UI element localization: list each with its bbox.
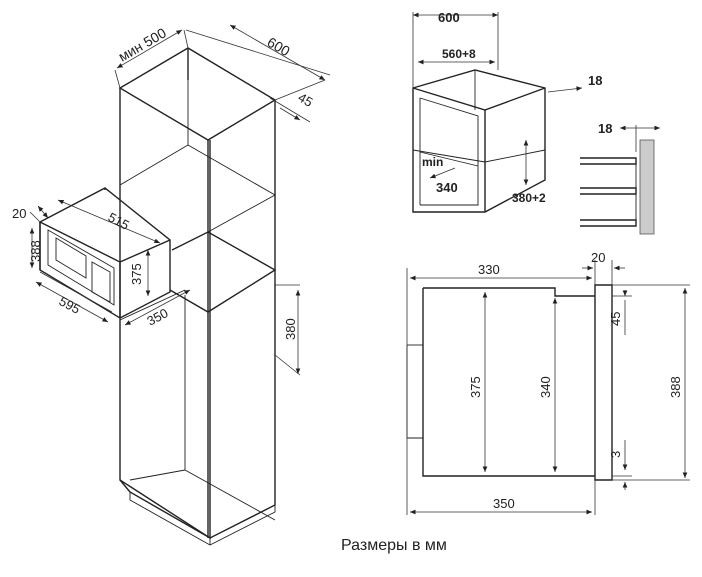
label-gap: 45: [296, 90, 316, 110]
label-niche-height: 380: [283, 318, 298, 340]
label-niche-outer-width: 600: [438, 10, 460, 25]
label-niche-min-depth: 340: [436, 180, 458, 195]
label-niche-inner-width: 560+8: [442, 47, 476, 61]
iso-cabinet: [118, 47, 277, 546]
label-oven-height: 388: [28, 240, 43, 262]
iso-oven-dimensions: [29, 199, 191, 326]
label-oven-inner-height: 375: [129, 263, 144, 285]
label-side-top-offset: 45: [608, 312, 623, 326]
label-side-body-depth: 330: [478, 262, 500, 277]
label-side-body-height: 375: [468, 376, 483, 398]
label-side-inner-height: 340: [538, 376, 553, 398]
label-oven-frame: 20: [12, 206, 26, 221]
iso-dimensions: [114, 24, 331, 376]
side-dimensions: [406, 260, 690, 515]
label-niche-side-offset: 18: [588, 73, 602, 88]
label-wall-offset: 18: [598, 121, 612, 136]
label-oven-width: 595: [57, 293, 83, 316]
label-side-bottom-offset: 3: [608, 451, 623, 458]
niche-dimensions: [412, 12, 583, 185]
label-side-frame: 20: [591, 250, 605, 265]
wall-detail: [580, 125, 660, 235]
label-oven-depth: 350: [144, 305, 170, 328]
label-side-total-height: 388: [668, 376, 683, 398]
caption: Размеры в мм: [341, 537, 447, 554]
label-cabinet-depth: мин 500: [116, 24, 170, 64]
label-side-total-depth: 350: [493, 496, 515, 511]
label-niche-min: min: [422, 155, 443, 169]
side-view: [406, 284, 613, 481]
iso-oven: [39, 187, 171, 319]
label-niche-height: 380+2: [512, 191, 546, 205]
